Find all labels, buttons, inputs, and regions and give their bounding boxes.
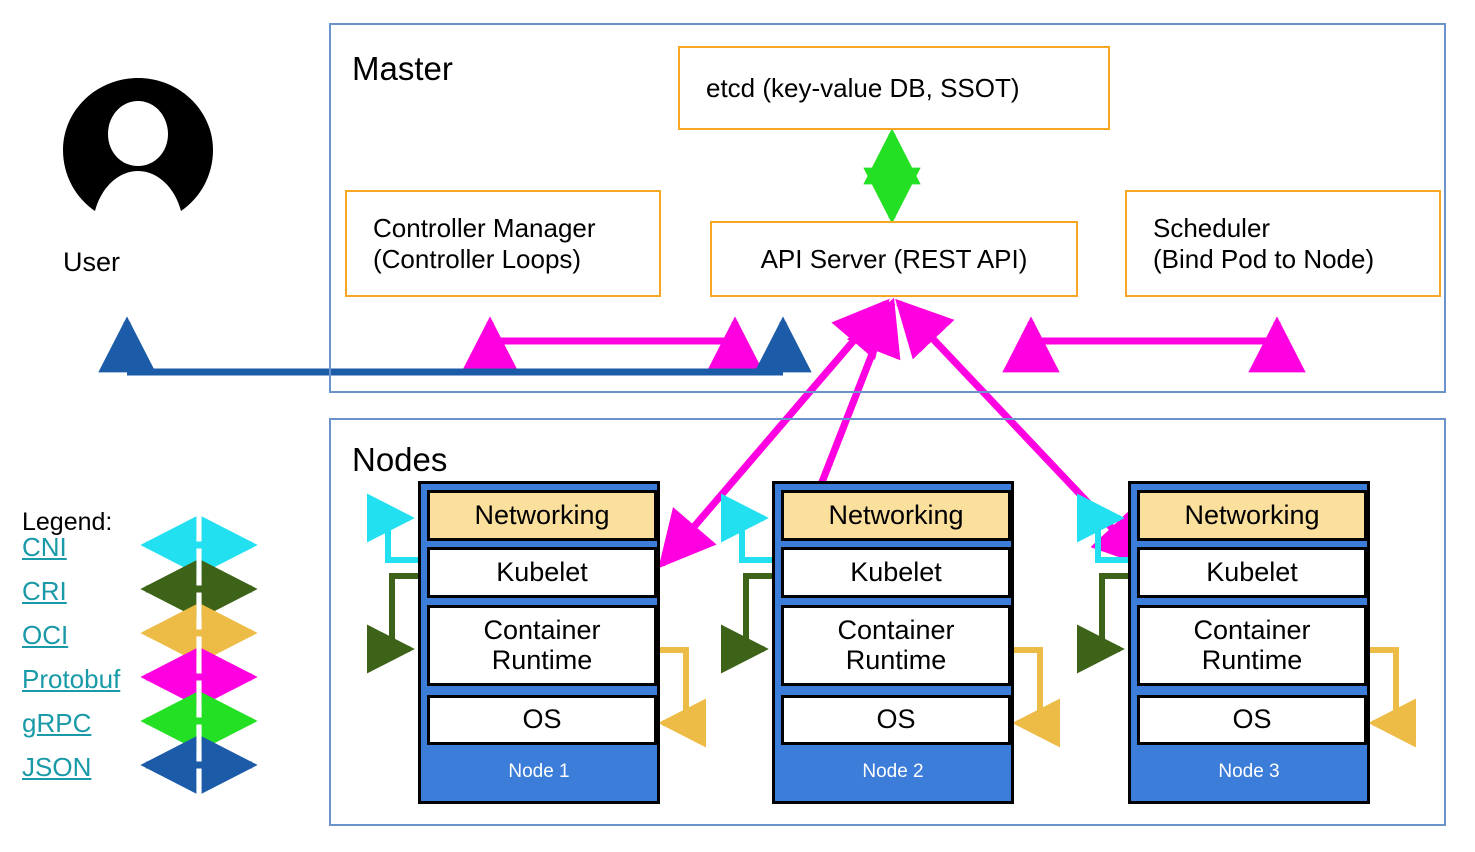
node-2-layer-networking-label: Networking <box>828 499 964 530</box>
node-3-label: Node 3 <box>1218 761 1280 782</box>
component-etcd[interactable]: etcd (key-value DB, SSOT) <box>678 46 1110 130</box>
node-1-layer-os-label: OS <box>522 704 562 735</box>
node-1-layer-kubelet-label: Kubelet <box>496 556 588 587</box>
component-api-server[interactable]: API Server (REST API) <box>710 221 1078 297</box>
component-controller-manager-label: Controller Manager (Controller Loops) <box>373 212 596 274</box>
node-1-layer-container-runtime[interactable]: Container Runtime <box>427 605 657 686</box>
legend-title: Legend: <box>22 508 113 536</box>
node-1-layer-os[interactable]: OS <box>427 695 657 745</box>
legend-item-json[interactable]: JSON <box>22 752 92 782</box>
connector-oci-node-1 <box>650 647 707 748</box>
component-controller-manager[interactable]: Controller Manager (Controller Loops) <box>345 190 661 297</box>
node-1[interactable]: Networking Kubelet Container Runtime OS … <box>418 481 660 804</box>
node-3-layer-networking-label: Networking <box>1184 499 1320 530</box>
connector-oci-node-2 <box>1004 647 1061 748</box>
node-2-label: Node 2 <box>862 761 924 782</box>
node-2[interactable]: Networking Kubelet Container Runtime OS … <box>772 481 1014 804</box>
node-3-layer-os[interactable]: OS <box>1137 695 1367 745</box>
node-3-layer-networking[interactable]: Networking <box>1137 490 1367 541</box>
node-1-label: Node 1 <box>508 761 570 782</box>
component-etcd-label: etcd (key-value DB, SSOT) <box>706 72 1020 103</box>
node-3[interactable]: Networking Kubelet Container Runtime OS … <box>1128 481 1370 804</box>
node-2-layer-container-runtime-label: Container Runtime <box>837 614 955 675</box>
master-group-title: Master <box>352 50 453 87</box>
node-2-layer-kubelet-label: Kubelet <box>850 556 942 587</box>
nodes-group-title: Nodes <box>352 441 448 478</box>
node-2-layer-kubelet[interactable]: Kubelet <box>781 547 1011 598</box>
connector-json-user-apiserver <box>98 316 812 376</box>
node-3-layer-container-runtime[interactable]: Container Runtime <box>1137 605 1367 686</box>
connector-cni-node-1 <box>366 493 424 563</box>
component-api-server-label: API Server (REST API) <box>760 243 1028 274</box>
node-3-layer-container-runtime-label: Container Runtime <box>1193 614 1311 675</box>
node-1-layer-container-runtime-label: Container Runtime <box>483 614 601 675</box>
connector-cni-node-2 <box>720 493 778 563</box>
node-2-layer-os[interactable]: OS <box>781 695 1011 745</box>
component-scheduler[interactable]: Scheduler (Bind Pod to Node) <box>1125 190 1441 297</box>
connector-protobuf-ctrlmgr-apiserver <box>461 316 764 373</box>
master-group <box>329 23 1446 393</box>
legend-item-oci[interactable]: OCI <box>22 620 69 650</box>
node-1-layer-kubelet[interactable]: Kubelet <box>427 547 657 598</box>
node-1-layer-networking-label: Networking <box>474 499 610 530</box>
node-3-layer-kubelet[interactable]: Kubelet <box>1137 547 1367 598</box>
connector-cri-node-2 <box>720 573 778 674</box>
component-scheduler-label: Scheduler (Bind Pod to Node) <box>1153 212 1375 274</box>
node-3-layer-kubelet-label: Kubelet <box>1206 556 1298 587</box>
legend-item-cni[interactable]: CNI <box>22 532 67 562</box>
user-avatar-icon <box>63 78 213 223</box>
legend-item-cri[interactable]: CRI <box>22 576 67 606</box>
nodes-group <box>329 418 1446 826</box>
legend-item-grpc[interactable]: gRPC <box>22 708 92 738</box>
connector-protobuf-scheduler-apiserver <box>1002 316 1306 373</box>
connector-cri-node-1 <box>366 573 424 674</box>
node-1-layer-networking[interactable]: Networking <box>427 490 657 541</box>
user-label: User <box>63 247 121 277</box>
node-3-layer-os-label: OS <box>1232 704 1272 735</box>
connector-cni-node-3 <box>1076 493 1134 563</box>
node-2-layer-container-runtime[interactable]: Container Runtime <box>781 605 1011 686</box>
connector-cri-node-3 <box>1076 573 1134 674</box>
node-2-layer-networking[interactable]: Networking <box>781 490 1011 541</box>
node-2-layer-os-label: OS <box>876 704 916 735</box>
connector-oci-node-3 <box>1360 647 1417 748</box>
legend-item-protobuf[interactable]: Protobuf <box>22 664 121 694</box>
